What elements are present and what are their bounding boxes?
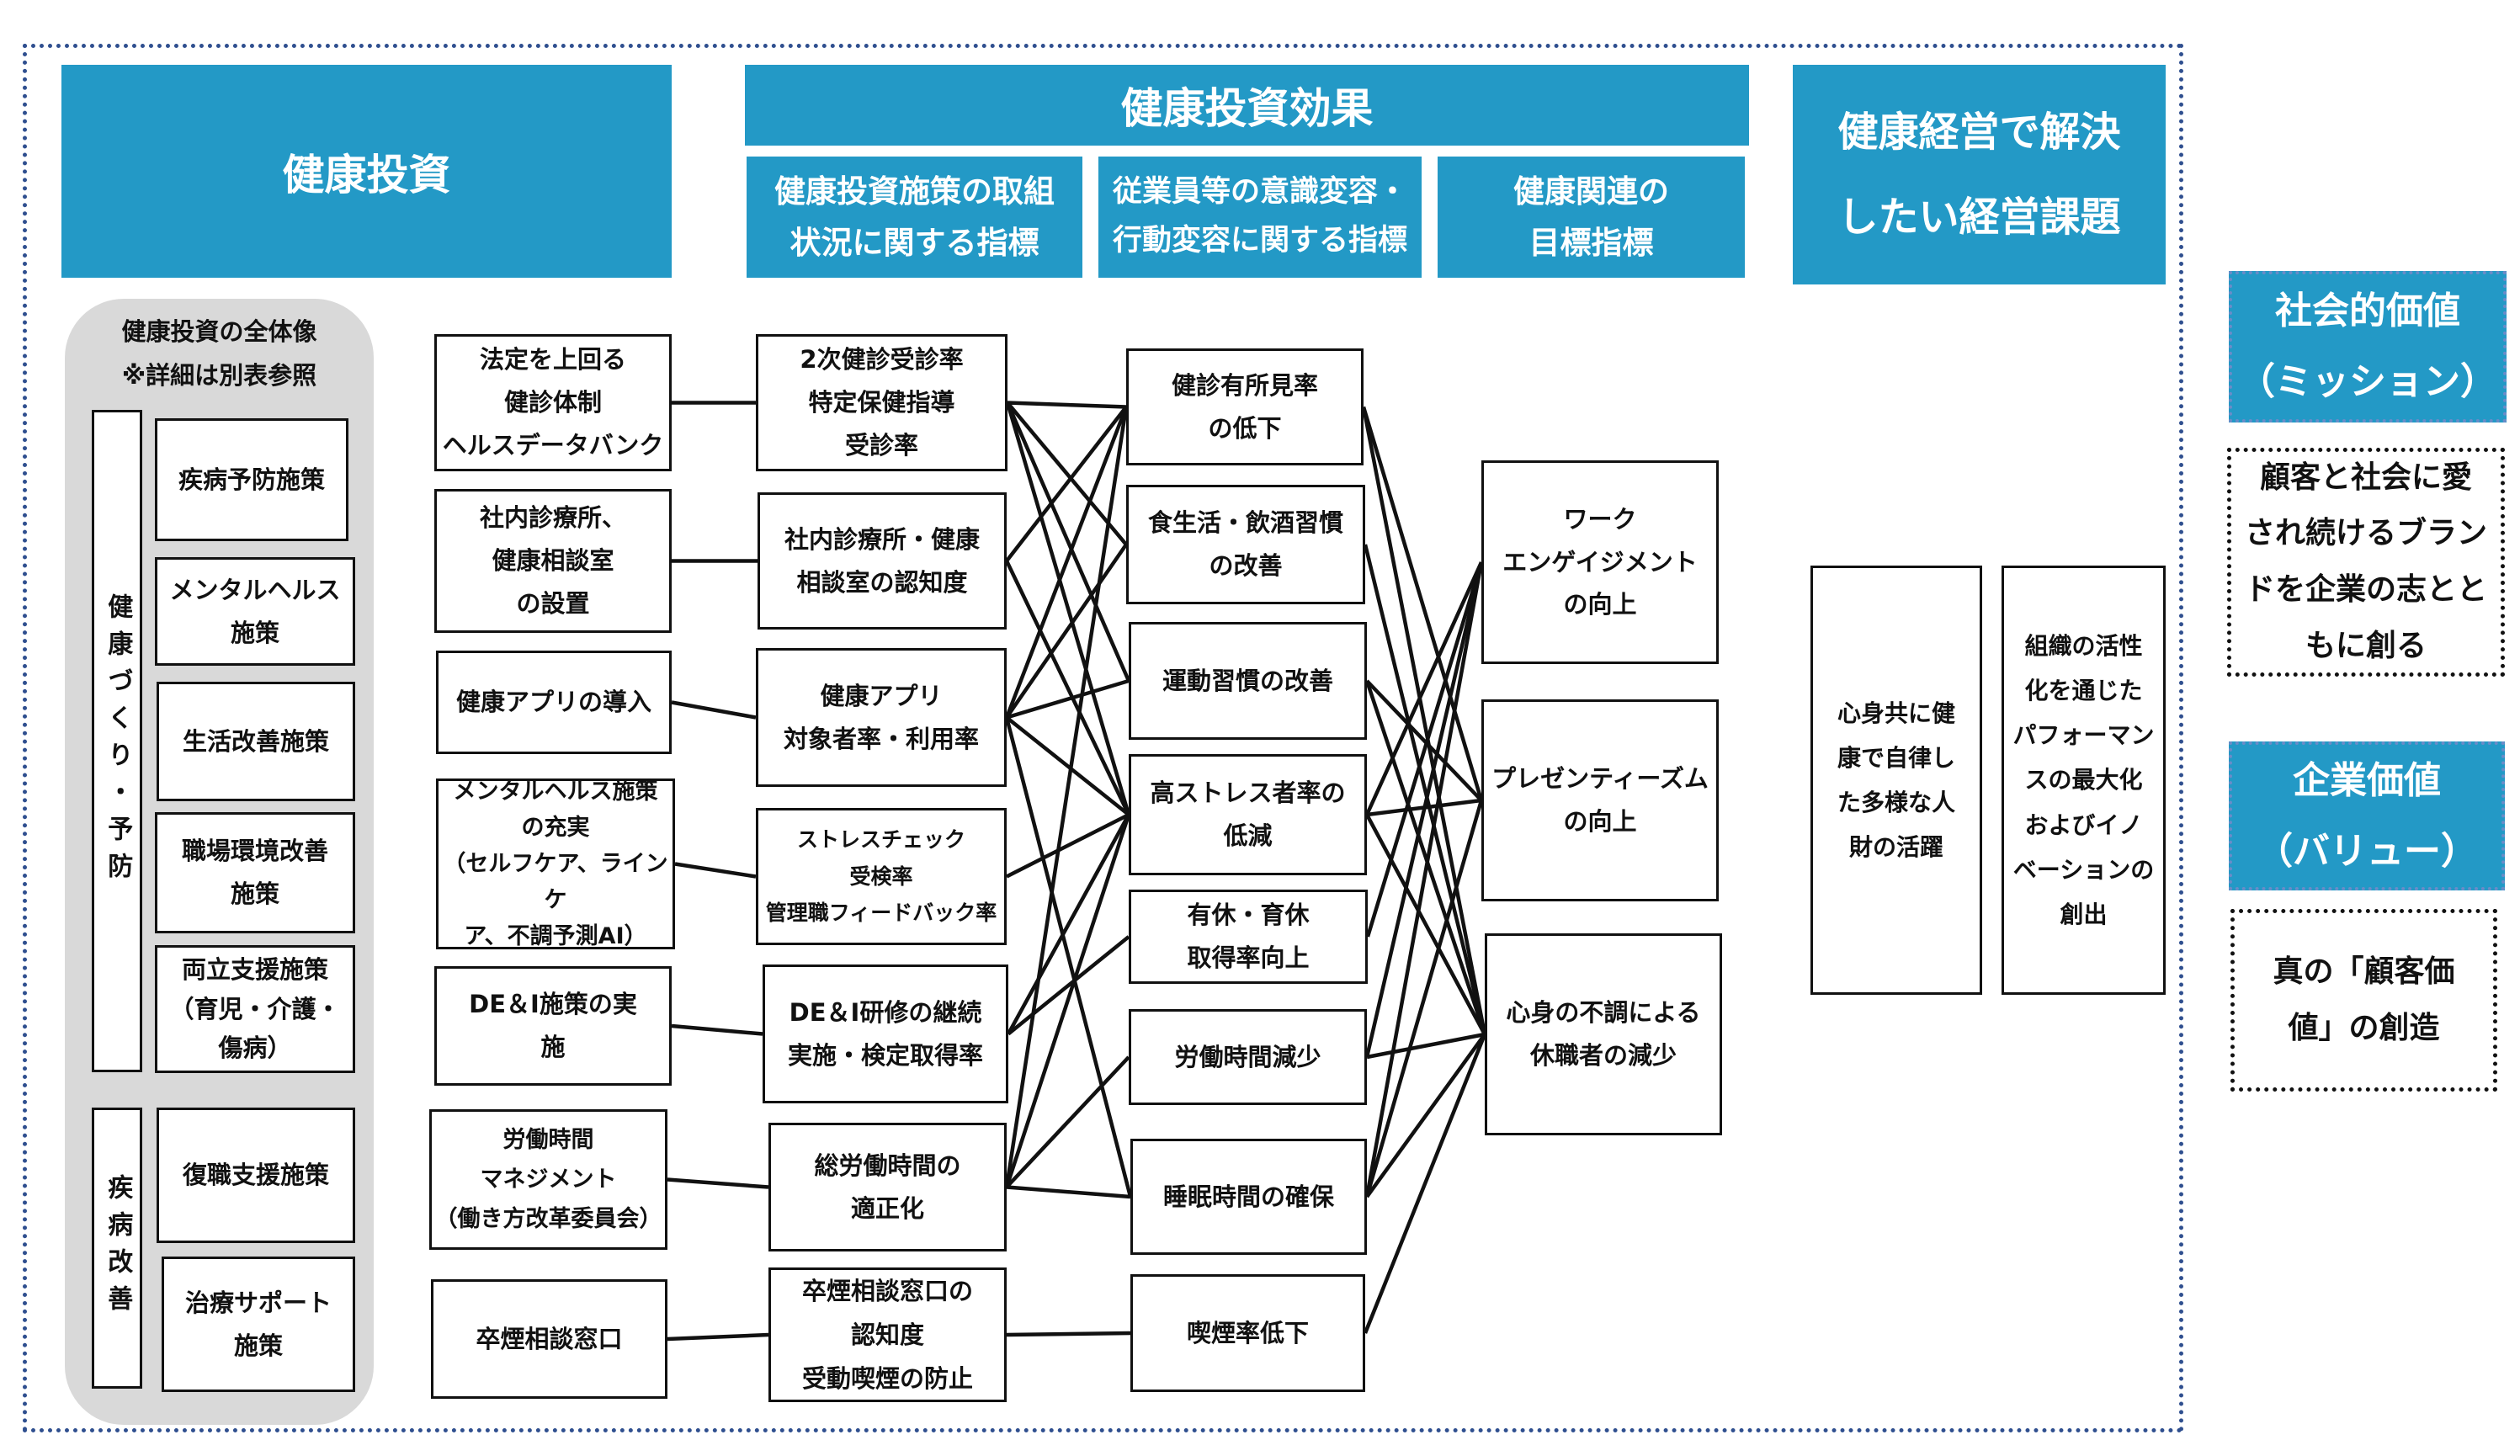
improvement-label: 疾病改善 — [92, 1108, 142, 1389]
header-issues: 健康経営で解決 したい経営課題 — [1793, 65, 2166, 284]
behavior-box: 高ストレス者率の 低減 — [1129, 754, 1367, 875]
connection-line — [1365, 679, 1483, 802]
connection-line — [1005, 543, 1128, 719]
connection-line — [1006, 1331, 1131, 1337]
connection-line — [1005, 1055, 1130, 1189]
behavior-box: 健診有所見率 の低下 — [1126, 348, 1364, 465]
connection-line — [1365, 813, 1486, 1036]
issue-box: 組織の活性 化を通じた パフォーマン スの最大化 およびイノ ベーションの 創出 — [2002, 566, 2166, 995]
connection-line — [1004, 407, 1129, 1188]
value-text: 真の「顧客価 値」の創造 — [2230, 909, 2497, 1092]
indicator-box: 健康アプリ 対象者率・利用率 — [756, 648, 1007, 787]
connection-line — [1007, 401, 1127, 409]
mission-header: 社会的価値 （ミッション） — [2229, 271, 2507, 422]
connection-line — [1005, 401, 1131, 682]
connection-line — [1363, 1034, 1487, 1334]
connection-line — [1361, 407, 1487, 1035]
connection-line — [667, 1177, 769, 1189]
measure-box: 社内診療所、 健康相談室 の設置 — [434, 489, 672, 633]
indicator-box: DE＆I研修の継続 実施・検定取得率 — [763, 964, 1008, 1103]
panel-item: 治療サポート 施策 — [162, 1257, 355, 1392]
connection-line — [1006, 678, 1130, 720]
header-effect-sub-3: 健康関連の 目標指標 — [1438, 157, 1745, 278]
connection-line — [1007, 935, 1130, 1036]
value-header: 企業価値 （バリュー） — [2229, 741, 2505, 890]
connection-line — [1005, 812, 1130, 879]
behavior-box: 食生活・飲酒習慣 の改善 — [1126, 485, 1365, 604]
panel-item: 復職支援施策 — [157, 1108, 355, 1243]
mission-text: 顧客と社会に愛 され続けるブラン ドを企業の志とと もに創る — [2227, 448, 2505, 677]
connection-line — [1364, 800, 1484, 1198]
goal-box: プレゼンティーズム の向上 — [1481, 699, 1719, 901]
connection-line — [1361, 406, 1484, 801]
connection-line — [1004, 560, 1131, 816]
connection-line — [1004, 814, 1131, 1188]
behavior-box: 有休・育休 取得率向上 — [1129, 890, 1368, 984]
indicator-box: 卒煙相談窓口の 認知度 受動喫煙の防止 — [768, 1267, 1007, 1402]
connection-line — [1364, 561, 1484, 1198]
measure-box: 労働時間 マネジメント （働き方改革委員会） — [429, 1109, 667, 1250]
connection-line — [1365, 1033, 1486, 1198]
panel-title: 健康投資の全体像 ※詳細は別表参照 — [121, 317, 317, 391]
behavior-box: 喫煙率低下 — [1130, 1274, 1365, 1392]
goal-box: 心身の不調による 休職者の減少 — [1485, 933, 1722, 1135]
behavior-box: 労働時間減少 — [1129, 1009, 1367, 1105]
connection-line — [1363, 544, 1487, 1035]
measure-box: DE＆I施策の実 施 — [434, 966, 672, 1086]
panel-item: 疾病予防施策 — [155, 418, 348, 541]
panel-item: 生活改善施策 — [157, 682, 355, 801]
prevention-label: 健康づくり・予防 — [92, 410, 142, 1072]
header-effect-sub-1: 健康投資施策の取組 状況に関する指標 — [747, 157, 1082, 278]
connection-line — [1006, 401, 1128, 546]
behavior-box: 運動習慣の改善 — [1129, 622, 1367, 740]
connection-line — [1364, 561, 1484, 816]
connection-line — [1364, 680, 1487, 1035]
diagram-frame — [23, 44, 2183, 1432]
issue-box: 心身共に健 康で自律し た多様な人 財の活躍 — [1810, 566, 1982, 995]
connection-line — [1007, 813, 1130, 1035]
header-effect: 健康投資効果 — [745, 65, 1749, 146]
panel-item: 職場環境改善 施策 — [155, 812, 355, 933]
connection-line — [1006, 1185, 1131, 1199]
indicator-box: 社内診療所・健康 相談室の認知度 — [758, 492, 1007, 630]
behavior-box: 睡眠時間の確保 — [1130, 1139, 1367, 1255]
goal-box: ワーク エンゲイジメント の向上 — [1481, 460, 1719, 664]
connection-line — [1364, 561, 1484, 1058]
header-effect-sub-2: 従業員等の意識変容・ 行動変容に関する指標 — [1098, 157, 1422, 278]
connection-line — [671, 700, 757, 720]
panel-item: 両立支援施策 （育児・介護・ 傷病） — [155, 945, 355, 1073]
indicator-box: 2次健診受診率 特定保健指導 受診率 — [756, 334, 1007, 471]
indicator-box: ストレスチェック 受検率 管理職フィードバック率 — [756, 808, 1007, 945]
connection-line — [1005, 406, 1128, 562]
connection-line — [1365, 561, 1484, 938]
connection-line — [667, 1332, 769, 1342]
measure-box: 法定を上回る 健診体制 ヘルスデータバンク — [434, 334, 672, 471]
measure-box: 健康アプリの導入 — [436, 651, 672, 754]
connection-line — [1004, 406, 1129, 719]
connection-line — [1366, 1032, 1486, 1060]
header-investment: 健康投資 — [61, 65, 672, 278]
connection-line — [671, 1023, 763, 1036]
connection-line — [1005, 401, 1131, 816]
connection-line — [1005, 715, 1130, 816]
indicator-box: 総労働時間の 適正化 — [768, 1123, 1007, 1251]
connection-line — [674, 862, 757, 879]
measure-box: メンタルヘルス施策 の充実 （セルフケア、ラインケ ア、不調予測AI） — [436, 778, 675, 949]
connection-line — [1004, 716, 1133, 1198]
measure-box: 卒煙相談窓口 — [431, 1279, 667, 1399]
panel-item: メンタルヘルス 施策 — [155, 557, 355, 666]
